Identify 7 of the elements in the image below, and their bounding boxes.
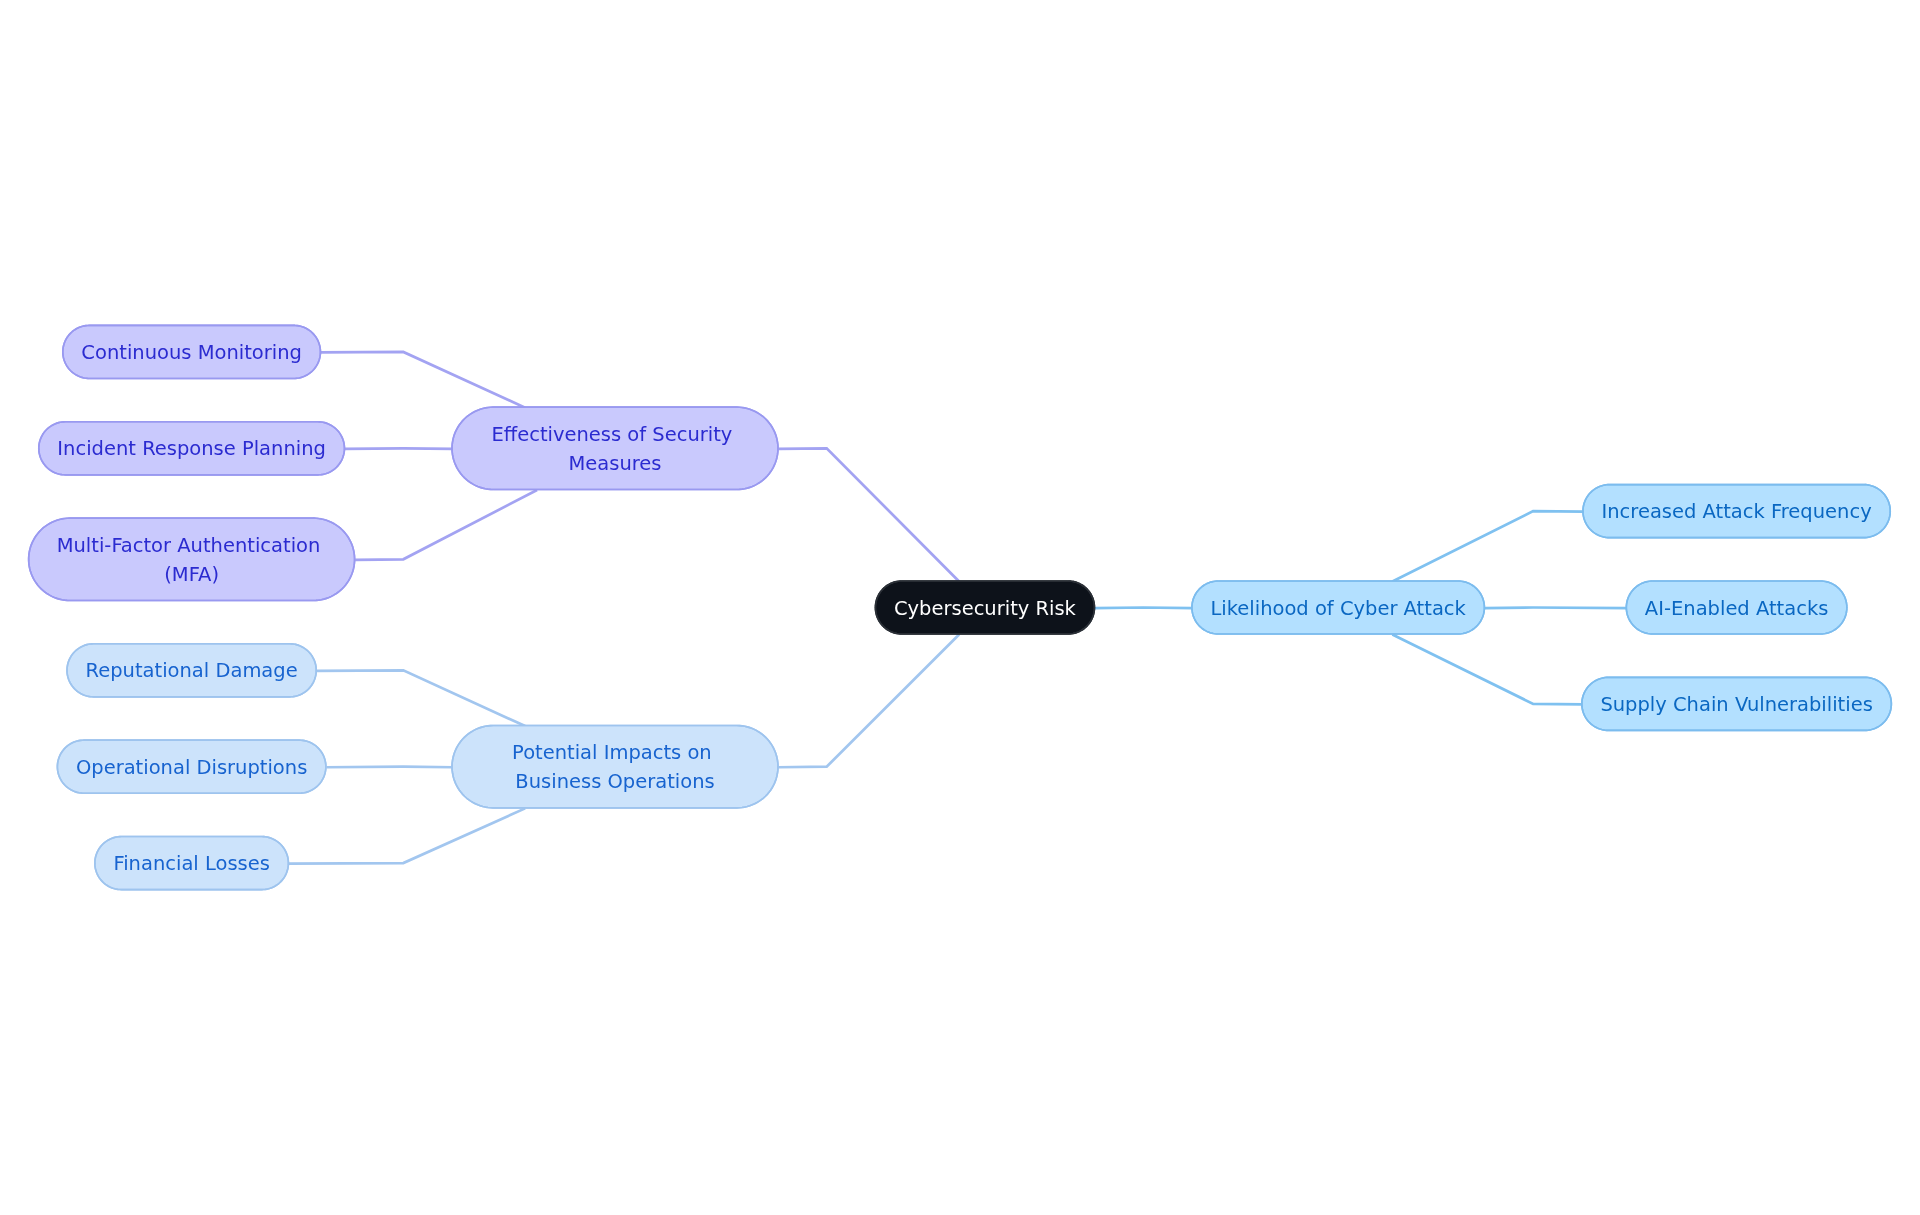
connector bbox=[326, 765, 453, 769]
connector bbox=[344, 446, 453, 451]
connector bbox=[778, 633, 961, 769]
connector bbox=[320, 350, 526, 409]
connector bbox=[1484, 606, 1627, 610]
connector bbox=[288, 807, 526, 865]
connector bbox=[355, 488, 538, 562]
